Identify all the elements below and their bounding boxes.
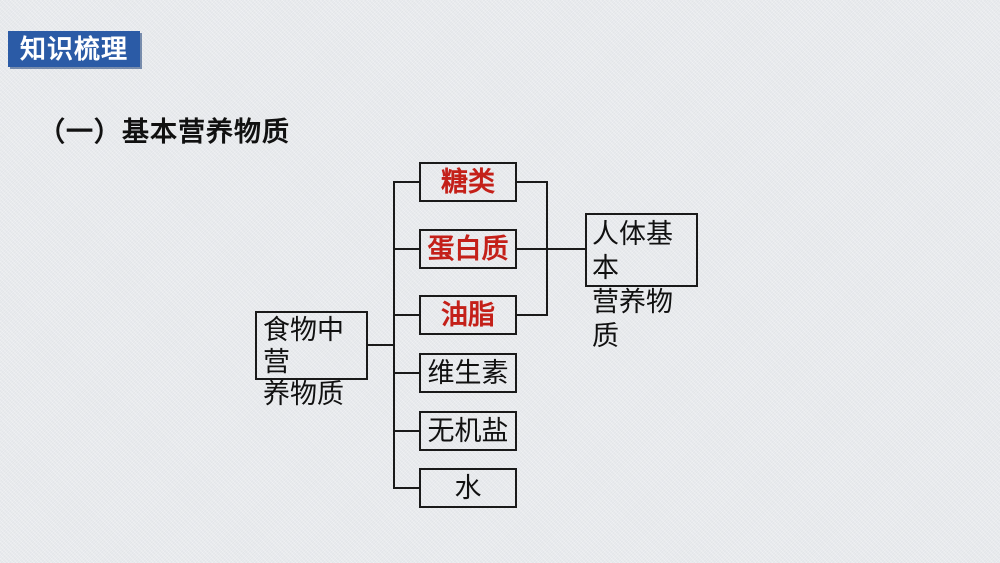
connector-carbohydrates-to-bracket — [516, 181, 548, 183]
connector-source-to-trunk — [368, 344, 393, 346]
connector-to-protein — [393, 248, 419, 250]
node-human-basic-nutrients-line2: 营养物质 — [592, 287, 673, 351]
node-food-nutrients: 食物中营 养物质 — [255, 311, 368, 409]
connector-to-vitamins — [393, 372, 419, 374]
connector-fats-to-bracket — [516, 314, 548, 316]
connector-to-inorganic-salts — [393, 430, 419, 432]
node-fats: 油脂 — [419, 295, 517, 335]
node-food-nutrients-line2: 养物质 — [263, 379, 344, 409]
node-inorganic-salts: 无机盐 — [419, 411, 517, 451]
page-title: （一）基本营养物质 — [38, 117, 290, 147]
node-human-basic-nutrients: 人体基本 营养物质 — [585, 213, 698, 351]
connector-to-water — [393, 487, 419, 489]
connector-to-fats — [393, 314, 419, 316]
node-carbohydrates: 糖类 — [419, 162, 517, 202]
node-protein: 蛋白质 — [419, 229, 517, 269]
node-vitamins: 维生素 — [419, 353, 517, 393]
knowledge-review-badge: 知识梳理 — [8, 31, 140, 67]
node-food-nutrients-line1: 食物中营 — [263, 315, 344, 377]
node-human-basic-nutrients-line1: 人体基本 — [592, 219, 673, 283]
connector-trunk-vertical — [393, 181, 395, 489]
connector-to-carbohydrates — [393, 181, 419, 183]
connector-protein-to-result — [516, 248, 585, 250]
node-water: 水 — [419, 468, 517, 508]
